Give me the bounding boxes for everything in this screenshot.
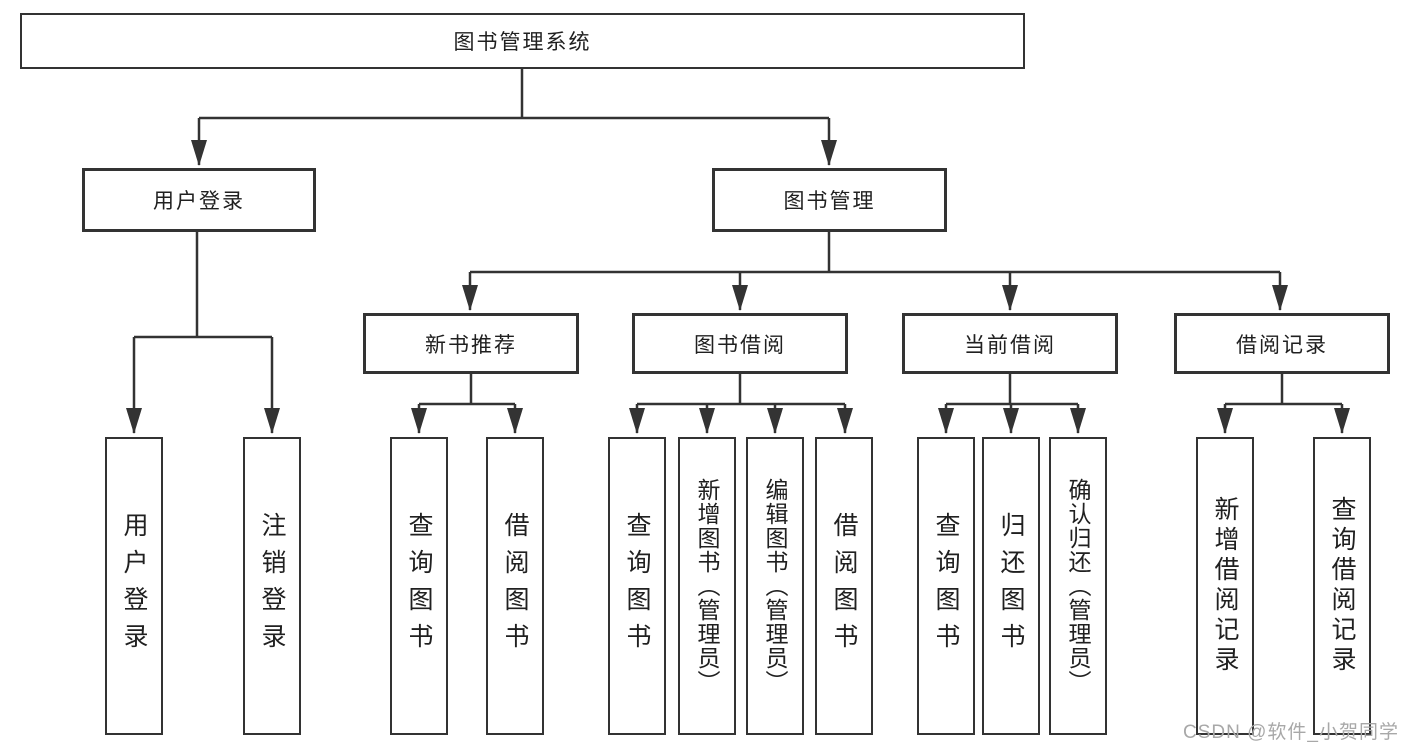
leaf-recommend-query-books-label: 查询图书	[405, 512, 433, 660]
node-root-label: 图书管理系统	[453, 31, 592, 54]
leaf-records-add-record: 新增借阅记录	[1196, 437, 1254, 735]
leaf-current-confirm-return-admin-label: 确认归还（管理员）	[1065, 478, 1091, 694]
node-user-login: 用户登录	[82, 168, 316, 232]
node-borrowing-records-label: 借阅记录	[1236, 333, 1328, 357]
leaf-borrow-add-books-admin: 新增图书（管理员）	[678, 437, 736, 735]
node-book-management: 图书管理	[712, 168, 947, 232]
leaf-recommend-borrow-books-label: 借阅图书	[501, 512, 529, 660]
node-root: 图书管理系统	[20, 13, 1025, 69]
leaf-current-confirm-return-admin: 确认归还（管理员）	[1049, 437, 1107, 735]
watermark: CSDN @软件_小贺同学	[1183, 722, 1399, 743]
node-book-management-label: 图书管理	[783, 190, 876, 213]
leaf-borrow-add-books-admin-label: 新增图书（管理员）	[694, 478, 720, 694]
node-user-login-label: 用户登录	[153, 190, 245, 213]
leaf-current-query-books: 查询图书	[917, 437, 975, 735]
node-current-borrowing: 当前借阅	[902, 313, 1118, 374]
leaf-borrow-borrow-books: 借阅图书	[815, 437, 873, 735]
leaf-borrow-edit-books-admin-label: 编辑图书（管理员）	[762, 478, 788, 694]
leaf-current-return-books: 归还图书	[982, 437, 1040, 735]
leaf-current-return-books-label: 归还图书	[997, 512, 1025, 660]
node-current-borrowing-label: 当前借阅	[964, 333, 1056, 357]
leaf-borrow-query-books-label: 查询图书	[623, 512, 651, 660]
leaf-current-query-books-label: 查询图书	[932, 512, 960, 660]
leaf-borrow-query-books: 查询图书	[608, 437, 666, 735]
leaf-records-add-record-label: 新增借阅记录	[1211, 496, 1239, 676]
node-borrowing-records: 借阅记录	[1174, 313, 1390, 374]
leaf-recommend-query-books: 查询图书	[390, 437, 448, 735]
node-book-borrowing: 图书借阅	[632, 313, 848, 374]
leaf-records-query-record: 查询借阅记录	[1313, 437, 1371, 735]
node-book-borrowing-label: 图书借阅	[694, 333, 786, 357]
leaf-user-login-label: 用户登录	[120, 512, 148, 660]
leaf-borrow-borrow-books-label: 借阅图书	[830, 512, 858, 660]
leaf-user-login: 用户登录	[105, 437, 163, 735]
leaf-logout: 注销登录	[243, 437, 301, 735]
node-new-book-recommendation: 新书推荐	[363, 313, 579, 374]
leaf-records-query-record-label: 查询借阅记录	[1328, 496, 1356, 676]
leaf-borrow-edit-books-admin: 编辑图书（管理员）	[746, 437, 804, 735]
leaf-logout-label: 注销登录	[258, 512, 286, 660]
leaf-recommend-borrow-books: 借阅图书	[486, 437, 544, 735]
node-new-book-recommendation-label: 新书推荐	[425, 333, 517, 357]
